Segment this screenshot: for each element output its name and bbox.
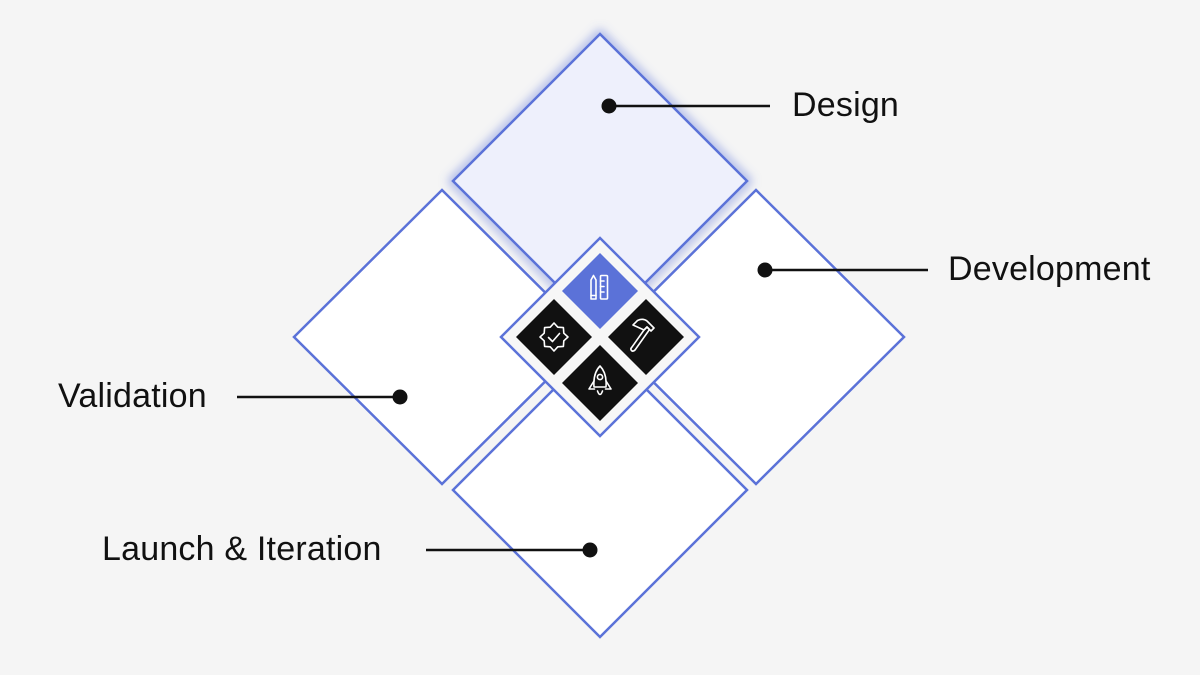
validation-marker-dot <box>392 389 408 405</box>
center-hub <box>499 236 701 438</box>
development-marker-dot <box>757 262 773 278</box>
badge-check-icon <box>539 322 569 352</box>
design-label: Design <box>792 86 900 124</box>
rocket-icon <box>588 365 612 396</box>
launch-stage-diamond[interactable] <box>451 341 749 639</box>
launch-iteration-label: Launch & Iteration <box>102 530 382 568</box>
design-leader <box>601 98 770 114</box>
hammer-icon <box>630 318 655 352</box>
development-stage-diamond[interactable] <box>606 188 906 486</box>
validation-leader <box>237 389 408 405</box>
validation-icon-tile[interactable] <box>516 299 592 375</box>
validation-label: Validation <box>58 377 207 415</box>
launch-leader <box>426 542 598 558</box>
launch-icon-tile[interactable] <box>562 345 638 421</box>
launch-marker-dot <box>582 542 598 558</box>
design-marker-dot <box>601 98 617 114</box>
development-leader <box>757 262 928 278</box>
validation-stage-diamond[interactable] <box>292 188 592 486</box>
development-label: Development <box>948 250 1151 288</box>
ruler-pencil-icon <box>590 274 609 300</box>
design-icon-tile[interactable] <box>562 253 638 329</box>
development-icon-tile[interactable] <box>608 299 684 375</box>
